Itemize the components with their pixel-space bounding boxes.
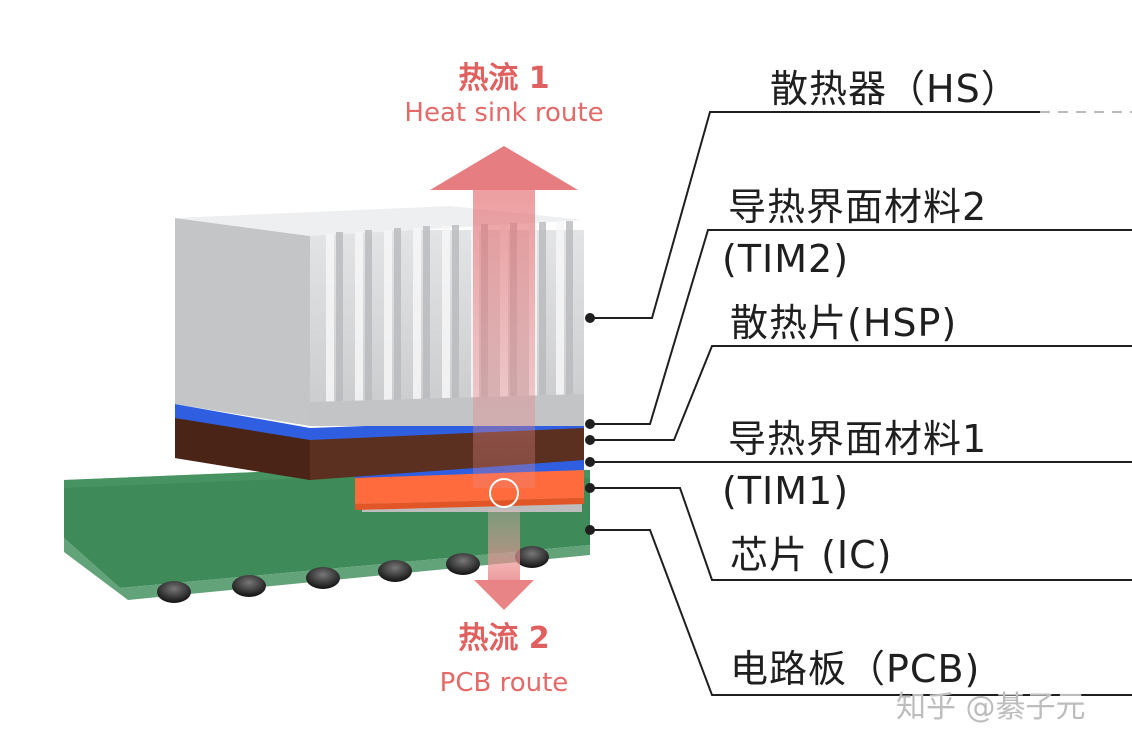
leader-pcb [590,529,1132,696]
label-tim2-abbr: (TIM2) [722,237,850,281]
heat-flow-1-title: 热流 1 [458,61,550,96]
label-ic-chip: 芯片 (IC) [730,533,893,577]
label-heat-sink: 散热器（HS） [770,67,1020,111]
heat-flow-2-subtitle: PCB route [439,668,569,698]
watermark: 知乎 @綦子元 [896,690,1086,725]
leader-hs [590,111,1040,319]
label-tim1-abbr: (TIM1) [722,469,850,513]
leader-dots [585,313,595,535]
label-heat-spreader: 散热片(HSP) [730,301,958,345]
heat-flow-2-arrow [474,510,534,610]
label-tim2-name: 导热界面材料2 [728,185,988,229]
heat-flow-2-title: 热流 2 [458,621,550,656]
leader-ic [590,487,1132,581]
heat-flow-1-arrow [430,146,578,488]
heat-flow-1-subtitle: Heat sink route [404,98,604,128]
heat-source-marker [489,478,519,508]
leader-hsp [590,345,1132,441]
leader-tim2 [590,229,1132,425]
solder-balls [157,546,549,603]
leader-lines [590,111,1132,696]
label-pcb: 电路板（PCB) [730,647,981,691]
label-tim1-name: 导热界面材料1 [728,417,988,461]
